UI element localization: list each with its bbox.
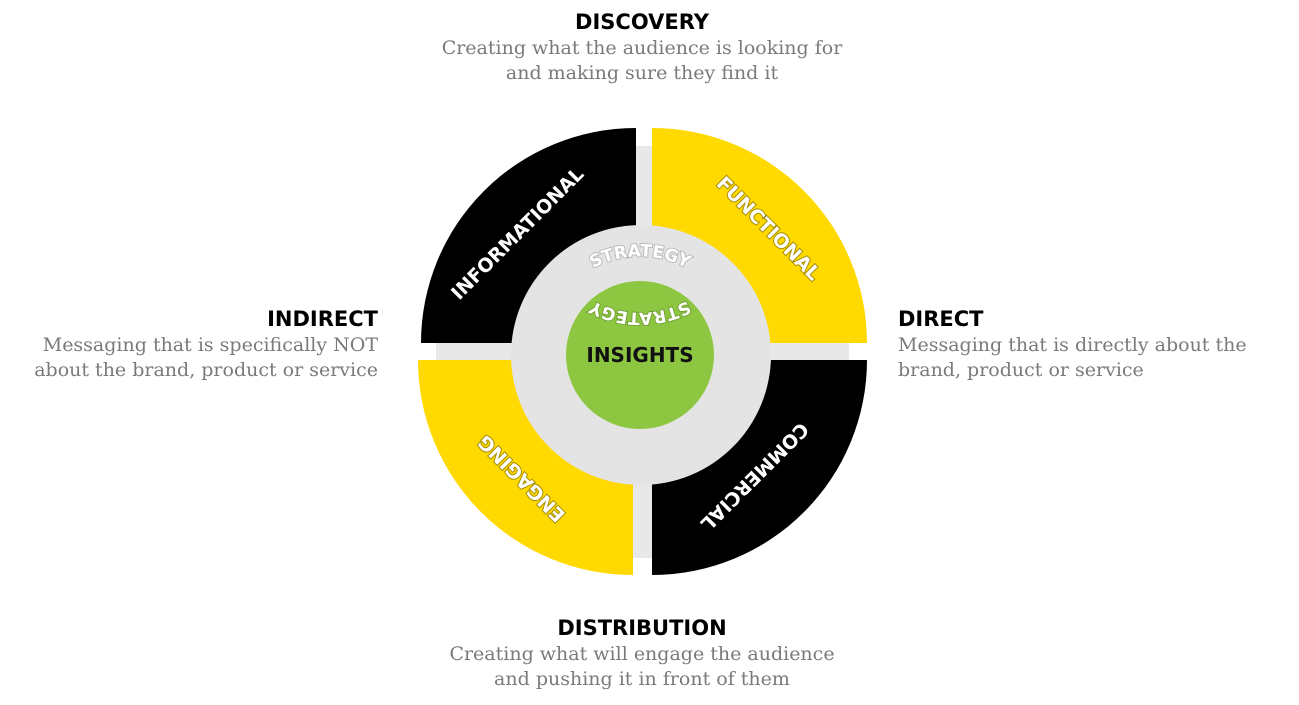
- direct-line-1: Messaging that is directly about the: [898, 334, 1247, 356]
- distribution-line-1: Creating what will engage the audience: [449, 643, 835, 665]
- distribution-description: Creating what will engage the audience a…: [400, 642, 884, 692]
- distribution-block: DISTRIBUTION Creating what will engage t…: [400, 616, 884, 692]
- direct-line-2: brand, product or service: [898, 359, 1144, 381]
- discovery-line-1: Creating what the audience is looking fo…: [441, 37, 843, 59]
- indirect-line-1: Messaging that is specifically NOT: [42, 334, 378, 356]
- indirect-heading: INDIRECT: [267, 307, 378, 331]
- indirect-description: Messaging that is specifically NOT about…: [10, 333, 378, 383]
- distribution-line-2: and pushing it in front of them: [494, 668, 790, 690]
- direct-heading: DIRECT: [898, 307, 984, 331]
- indirect-block: INDIRECT Messaging that is specifically …: [10, 307, 378, 383]
- distribution-heading: DISTRIBUTION: [557, 616, 727, 640]
- discovery-heading: DISCOVERY: [575, 10, 709, 34]
- insights-label: INSIGHTS: [586, 343, 693, 367]
- discovery-description: Creating what the audience is looking fo…: [400, 36, 884, 86]
- indirect-line-2: about the brand, product or service: [34, 359, 378, 381]
- discovery-block: DISCOVERY Creating what the audience is …: [400, 10, 884, 86]
- direct-block: DIRECT Messaging that is directly about …: [898, 307, 1288, 383]
- discovery-line-2: and making sure they find it: [505, 62, 779, 84]
- direct-description: Messaging that is directly about the bra…: [898, 333, 1288, 383]
- insights-circle: [566, 281, 714, 429]
